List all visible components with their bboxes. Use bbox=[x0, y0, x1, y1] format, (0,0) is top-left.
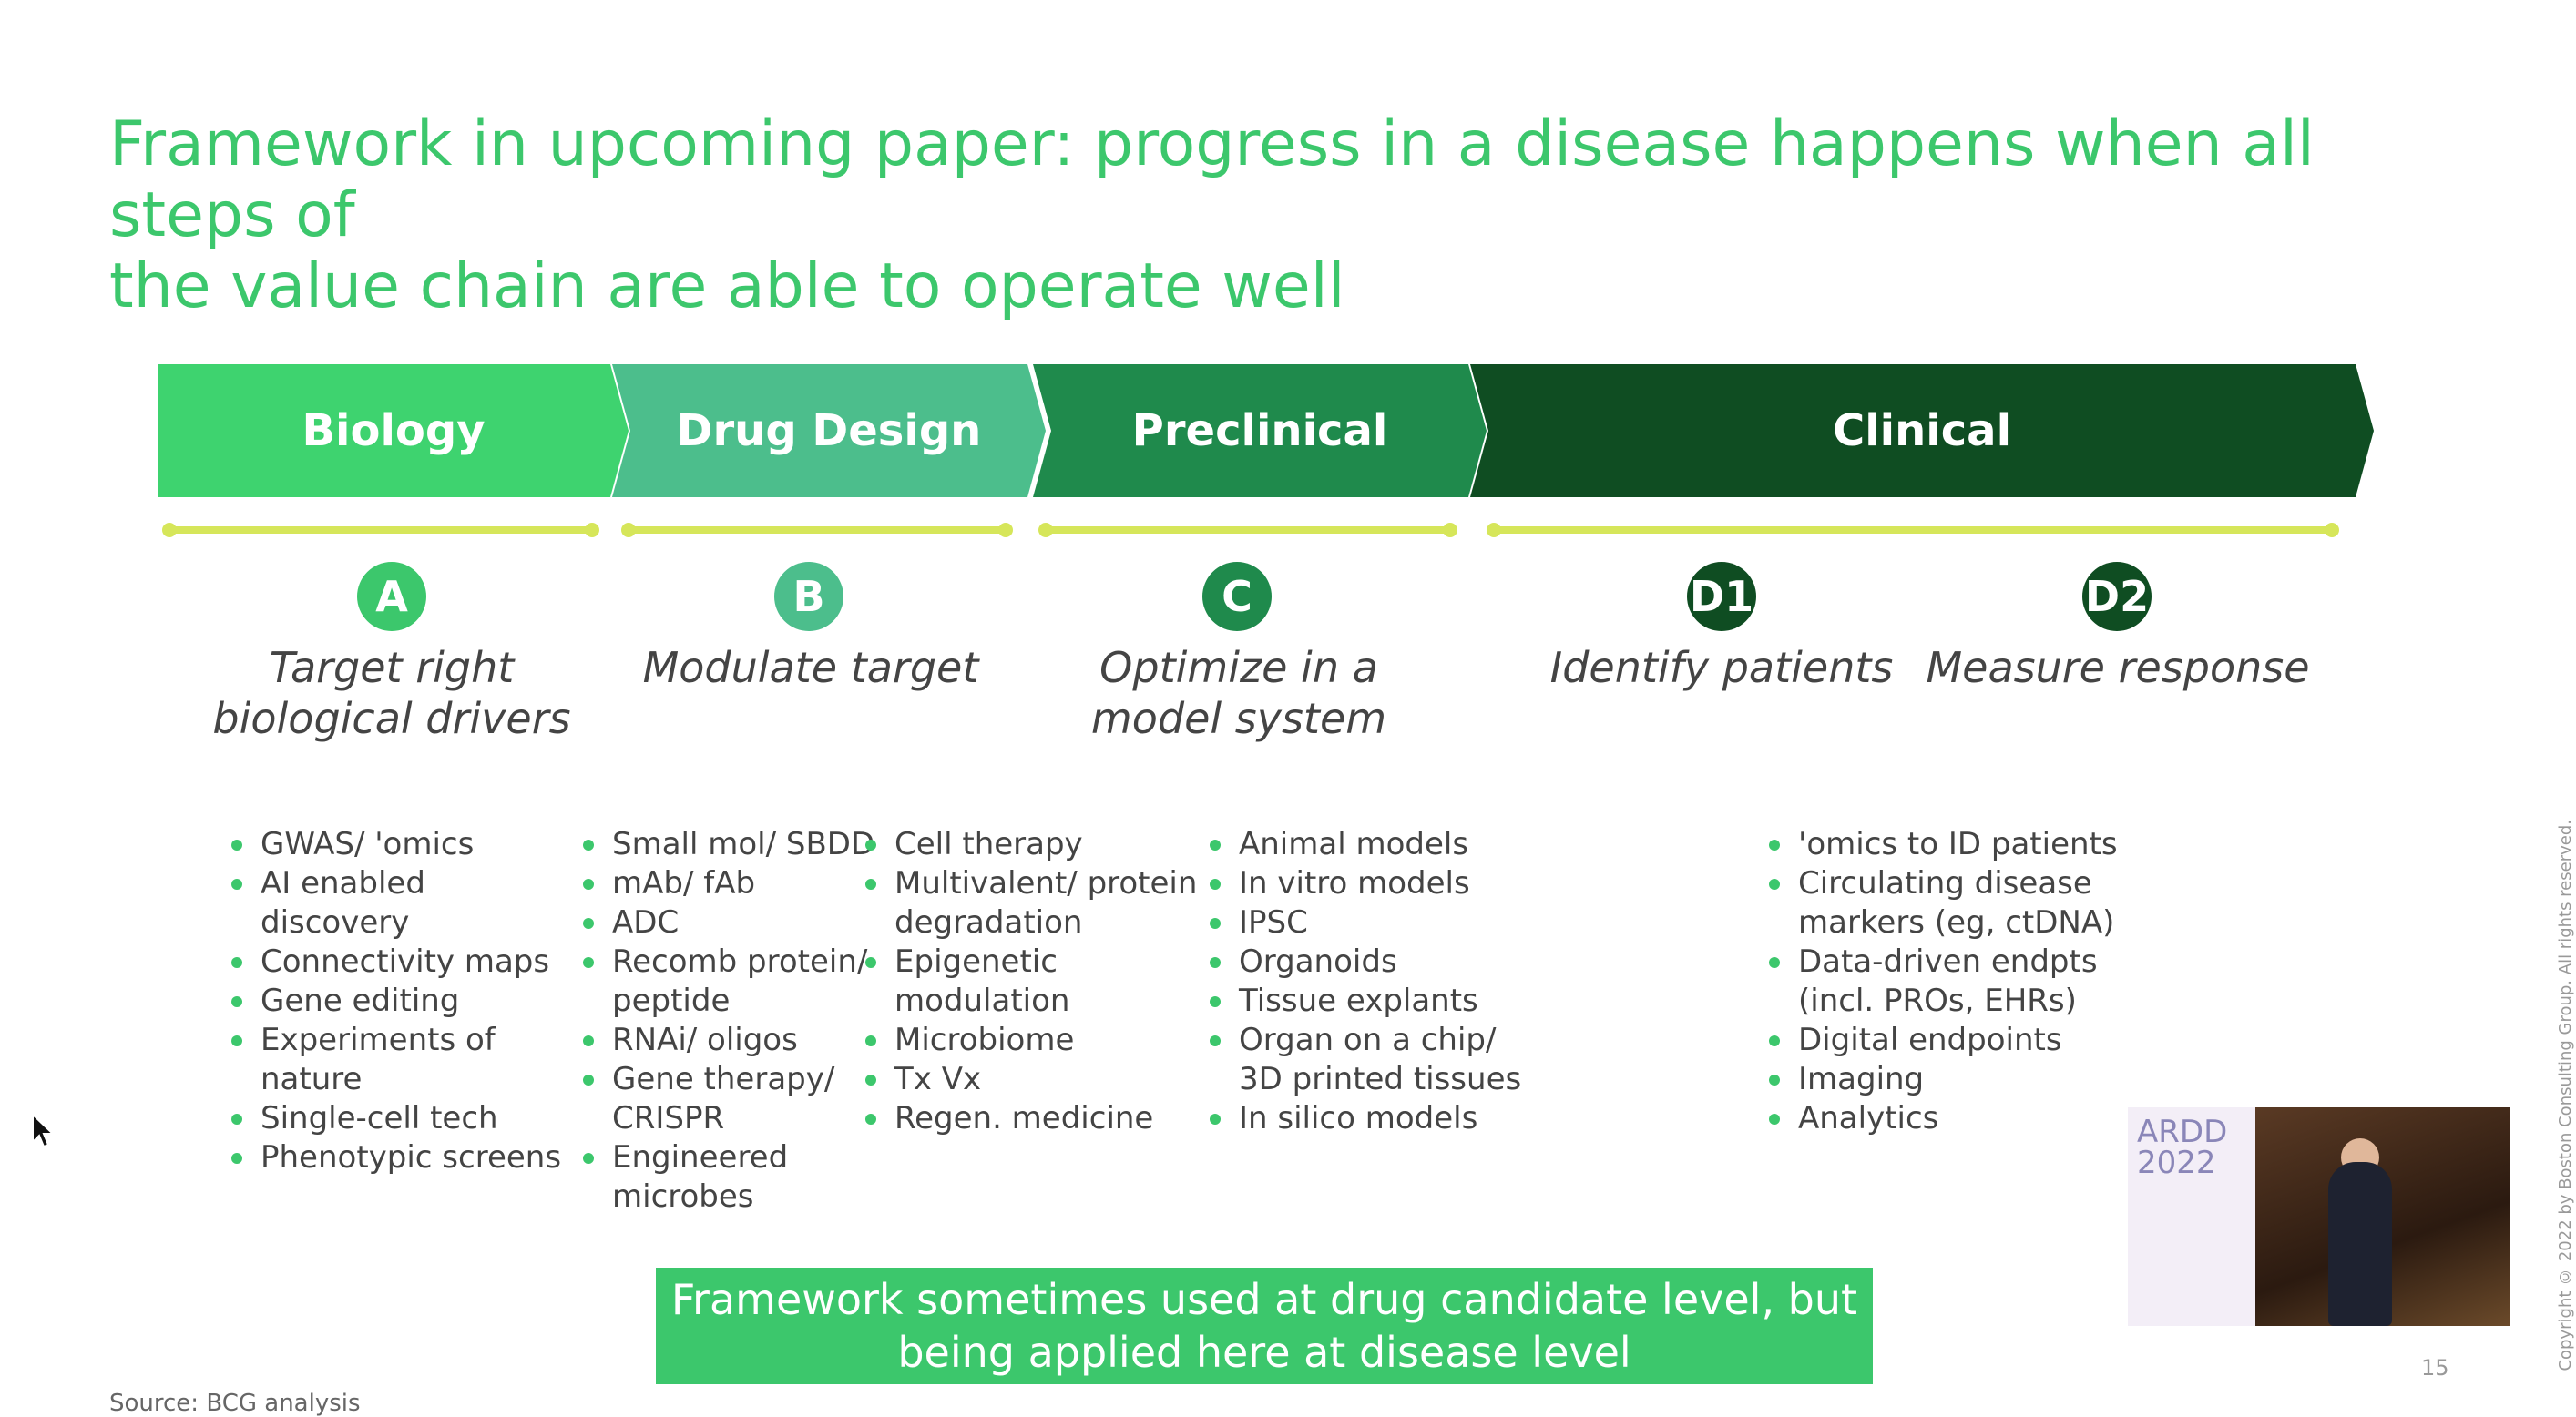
list-item: Multivalent/ protein bbox=[858, 864, 1204, 903]
timeline-bar-clinical bbox=[1487, 523, 2339, 537]
list-item: Single-cell tech bbox=[224, 1099, 570, 1138]
list-item: AI enabled discovery bbox=[224, 864, 570, 943]
list-item-continuation: (incl. PROs, EHRs) bbox=[1798, 983, 2077, 1019]
list-item: In silico models bbox=[1202, 1099, 1549, 1138]
timeline-bar-drug-design bbox=[621, 523, 1013, 537]
step-badge-d1: D1 bbox=[1687, 562, 1756, 631]
list-item: Connectivity maps bbox=[224, 943, 570, 982]
step-badge-c: C bbox=[1202, 562, 1272, 631]
list-item: GWAS/ 'omics bbox=[224, 825, 570, 864]
list-item: Animal models bbox=[1202, 825, 1549, 864]
list-item: Digital endpoints bbox=[1762, 1021, 2144, 1060]
mouse-cursor-icon bbox=[32, 1113, 56, 1148]
list-item: 'omics to ID patients bbox=[1762, 825, 2144, 864]
list-item-continuation: nature bbox=[261, 1061, 363, 1097]
stage-label: Drug Design bbox=[676, 405, 982, 456]
step-label-b: Modulate target bbox=[642, 643, 979, 692]
list-clinical: 'omics to ID patients Circulating diseas… bbox=[1762, 825, 2144, 1138]
speaker-figure bbox=[2328, 1162, 2392, 1326]
list-item: Gene editing bbox=[224, 982, 570, 1021]
stage-clinical: Clinical bbox=[1470, 364, 2374, 497]
step-label-d1: Identify patients bbox=[1549, 643, 1894, 692]
callout-line1: Framework sometimes used at drug candida… bbox=[670, 1275, 1858, 1324]
list-item: Organoids bbox=[1202, 943, 1549, 982]
callout-line2: being applied here at disease level bbox=[897, 1328, 1631, 1377]
step-label-c: Optimize in a model system bbox=[1090, 643, 1387, 743]
copyright-note: Copyright © 2022 by Boston Consulting Gr… bbox=[2556, 820, 2575, 1371]
list-item-continuation: modulation bbox=[894, 983, 1070, 1019]
list-item-continuation: degradation bbox=[894, 904, 1083, 941]
list-preclinical: Animal models In vitro models IPSC Organ… bbox=[1202, 825, 1549, 1138]
stage-preclinical: Preclinical bbox=[1033, 364, 1487, 497]
list-item: RNAi/ oligos bbox=[576, 1021, 876, 1060]
list-item: Gene therapy/ bbox=[576, 1060, 876, 1099]
list-item: Imaging bbox=[1762, 1060, 2144, 1099]
stage-label: Biology bbox=[302, 405, 486, 456]
stage-label: Preclinical bbox=[1131, 405, 1388, 456]
list-item: Organ on a chip/ bbox=[1202, 1021, 1549, 1060]
list-item-continuation: peptide bbox=[612, 983, 731, 1019]
list-item-continuation: 3D printed tissues bbox=[1239, 1061, 1522, 1097]
list-item: Microbiome bbox=[858, 1021, 1204, 1060]
list-item: In vitro models bbox=[1202, 864, 1549, 903]
list-item-continuation: markers (eg, ctDNA) bbox=[1798, 904, 2115, 941]
list-item: Epigenetic bbox=[858, 943, 1204, 982]
list-item: Regen. medicine bbox=[858, 1099, 1204, 1138]
list-item: Phenotypic screens bbox=[224, 1138, 570, 1177]
slide-title-line2: the value chain are able to operate well bbox=[109, 250, 1345, 322]
list-item: Recomb protein/ bbox=[576, 943, 876, 982]
list-item: IPSC bbox=[1202, 903, 1549, 943]
stage-biology: Biology bbox=[158, 364, 629, 497]
list-item-continuation: CRISPR bbox=[612, 1100, 725, 1137]
list-drug-design-2: Cell therapy Multivalent/ protein degrad… bbox=[858, 825, 1204, 1138]
list-item: Analytics bbox=[1762, 1099, 2144, 1138]
list-item: Small mol/ SBDD bbox=[576, 825, 876, 864]
callout-box: Framework sometimes used at drug candida… bbox=[656, 1268, 1873, 1384]
speaker-video-thumbnail[interactable]: ARDD 2022 bbox=[2128, 1107, 2510, 1326]
step-badge-b: B bbox=[774, 562, 843, 631]
list-item: Experiments of bbox=[224, 1021, 570, 1060]
list-item: Tx Vx bbox=[858, 1060, 1204, 1099]
list-item: Circulating disease bbox=[1762, 864, 2144, 903]
event-logo: ARDD 2022 bbox=[2137, 1114, 2228, 1181]
source-note: Source: BCG analysis bbox=[109, 1390, 361, 1417]
stage-drug-design: Drug Design bbox=[612, 364, 1046, 497]
list-drug-design-1: Small mol/ SBDD mAb/ fAb ADC Recomb prot… bbox=[576, 825, 876, 1217]
step-badge-a: A bbox=[357, 562, 426, 631]
list-item: Cell therapy bbox=[858, 825, 1204, 864]
timeline-bar-preclinical bbox=[1038, 523, 1457, 537]
timeline-bar-biology bbox=[162, 523, 599, 537]
step-label-a: Target right biological drivers bbox=[212, 643, 571, 743]
list-biology: GWAS/ 'omics AI enabled discovery Connec… bbox=[224, 825, 570, 1177]
list-item: Tissue explants bbox=[1202, 982, 1549, 1021]
slide-title: Framework in upcoming paper: progress in… bbox=[109, 109, 2478, 322]
slide-title-line1: Framework in upcoming paper: progress in… bbox=[109, 108, 2315, 251]
list-item: Engineered microbes bbox=[576, 1138, 876, 1217]
step-badge-d2: D2 bbox=[2082, 562, 2152, 631]
list-item: ADC bbox=[576, 903, 876, 943]
list-item: mAb/ fAb bbox=[576, 864, 876, 903]
step-label-d2: Measure response bbox=[1926, 643, 2310, 692]
list-item: Data-driven endpts bbox=[1762, 943, 2144, 982]
stage-label: Clinical bbox=[1832, 405, 2012, 456]
page-number: 15 bbox=[2421, 1355, 2449, 1381]
